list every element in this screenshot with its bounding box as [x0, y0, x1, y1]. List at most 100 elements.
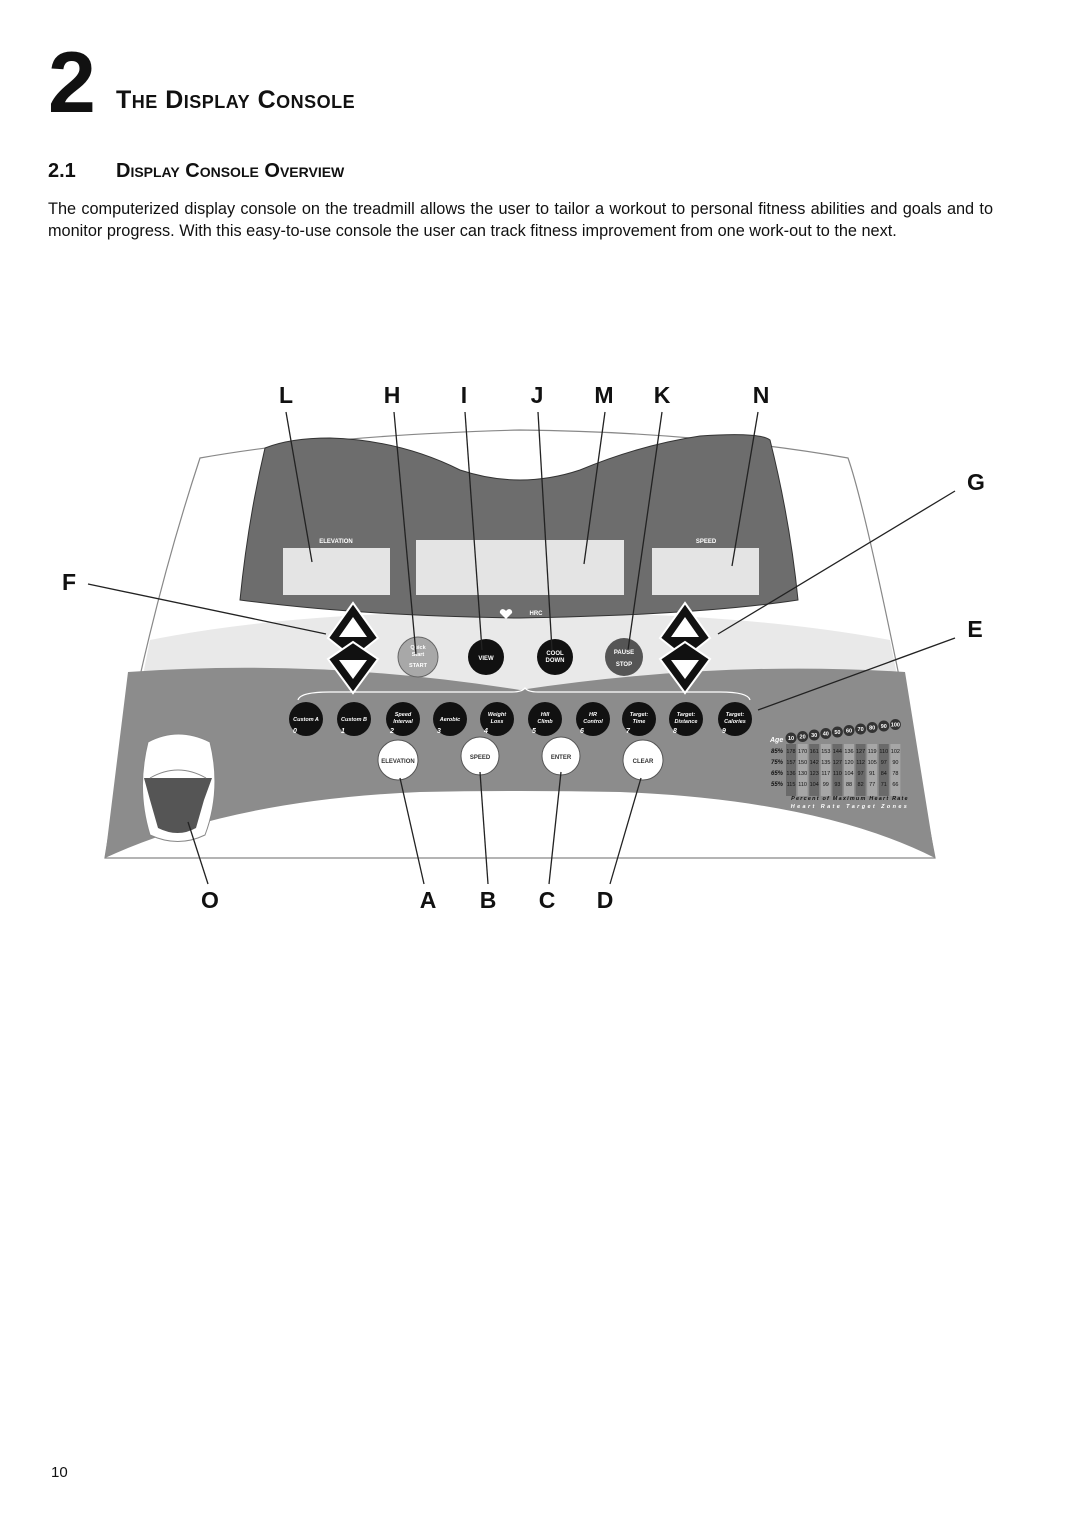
callout-E: E — [967, 616, 982, 642]
program-button[interactable]: Custom B1 — [337, 702, 371, 736]
cool-down-button[interactable]: COOL DOWN — [537, 639, 573, 675]
svg-text:HR: HR — [589, 712, 597, 718]
callout-A: A — [420, 887, 437, 913]
hr-value: 84 — [881, 771, 887, 777]
svg-text:Interval: Interval — [393, 719, 413, 725]
callout-J: J — [531, 382, 544, 408]
svg-text:4: 4 — [483, 728, 488, 735]
hr-value: 178 — [786, 749, 795, 755]
age-label: 40 — [823, 732, 829, 738]
svg-text:Quick: Quick — [410, 645, 426, 651]
heart-icon — [499, 609, 513, 619]
hr-value: 170 — [798, 749, 807, 755]
age-marker — [866, 722, 878, 733]
quick-start-button[interactable]: Quick Start START — [397, 636, 439, 678]
svg-text:COOL: COOL — [546, 651, 564, 657]
elevation-window — [283, 548, 390, 595]
hr-value: 117 — [821, 771, 830, 777]
svg-text:CLEAR: CLEAR — [633, 759, 654, 765]
hr-value: 104 — [810, 782, 819, 788]
hr-value: 102 — [891, 749, 900, 755]
hr-value: 161 — [810, 749, 819, 755]
hr-value: 88 — [846, 782, 852, 788]
speed-window-label: SPEED — [696, 539, 717, 545]
svg-text:DOWN: DOWN — [546, 658, 565, 664]
view-button[interactable]: VIEW — [468, 639, 504, 675]
callout-G: G — [967, 469, 985, 495]
speed-button[interactable]: SPEED — [460, 736, 500, 776]
svg-text:ELEVATION: ELEVATION — [381, 759, 414, 765]
hr-value: 99 — [823, 782, 829, 788]
hr-value: 97 — [881, 760, 887, 766]
hr-value: 127 — [833, 760, 842, 766]
svg-text:Loss: Loss — [491, 719, 504, 725]
hr-value: 93 — [834, 782, 840, 788]
section-title: Display Console Overview — [116, 160, 345, 182]
hr-value: 157 — [786, 760, 795, 766]
svg-text:0: 0 — [293, 728, 297, 735]
hr-value: 71 — [881, 782, 887, 788]
enter-button[interactable]: ENTER — [541, 736, 581, 776]
svg-text:Aerobic: Aerobic — [439, 717, 460, 723]
program-button[interactable]: Custom A 0 — [289, 702, 323, 736]
hr-value: 142 — [810, 760, 819, 766]
callout-M: M — [594, 382, 613, 408]
svg-text:Control: Control — [583, 719, 603, 725]
age-marker — [855, 723, 867, 735]
hr-value: 115 — [787, 782, 796, 788]
hr-value: 112 — [856, 760, 865, 766]
age-marker — [889, 719, 901, 730]
hr-value: 120 — [844, 760, 853, 766]
callout-K: K — [654, 382, 671, 408]
age-label: 90 — [881, 724, 887, 730]
hr-value: 136 — [844, 749, 853, 755]
age-label: 100 — [891, 723, 900, 729]
callout-O: O — [201, 887, 219, 913]
callout-D: D — [597, 887, 614, 913]
program-button[interactable]: Target:Calories 9 — [718, 702, 752, 736]
speed-up-down-keys[interactable] — [658, 601, 712, 695]
svg-text:Climb: Climb — [537, 719, 553, 725]
svg-text:8: 8 — [673, 728, 677, 735]
callout-N: N — [753, 382, 770, 408]
age-marker — [820, 728, 832, 739]
hr-value: 144 — [833, 749, 842, 755]
hr-value: 110 — [879, 749, 888, 755]
svg-text:SPEED: SPEED — [470, 755, 491, 761]
hr-value: 91 — [869, 771, 875, 777]
elevation-button[interactable]: ELEVATION — [377, 739, 419, 781]
callout-C: C — [539, 887, 556, 913]
hr-percent-label: 85% — [771, 749, 784, 755]
age-label: 80 — [869, 726, 875, 732]
hr-value: 150 — [798, 760, 807, 766]
svg-text:2: 2 — [389, 728, 394, 735]
svg-text:Custom B: Custom B — [341, 717, 367, 723]
heart-rate-table: Age Percent of Maximum Heart Rate Heart … — [769, 719, 908, 810]
svg-text:Target:: Target: — [677, 712, 696, 718]
hr-value: 127 — [856, 749, 865, 755]
hrc-label: HRC — [530, 611, 544, 617]
svg-text:9: 9 — [722, 728, 726, 735]
svg-text:Target:: Target: — [726, 712, 745, 718]
svg-text:5: 5 — [532, 728, 536, 735]
svg-text:PAUSE: PAUSE — [614, 650, 634, 656]
pause-stop-button[interactable]: PAUSE STOP — [605, 638, 643, 676]
clear-button[interactable]: CLEAR — [622, 739, 664, 781]
svg-text:Custom A: Custom A — [293, 717, 319, 723]
age-marker — [785, 732, 797, 744]
svg-text:ENTER: ENTER — [551, 755, 572, 761]
age-label: 10 — [788, 736, 794, 742]
hr-value: 90 — [892, 760, 898, 766]
svg-text:Calories: Calories — [724, 719, 746, 725]
elevation-up-down-keys[interactable] — [326, 601, 380, 695]
elevation-window-label: ELEVATION — [319, 539, 352, 545]
hr-value: 123 — [810, 771, 819, 777]
